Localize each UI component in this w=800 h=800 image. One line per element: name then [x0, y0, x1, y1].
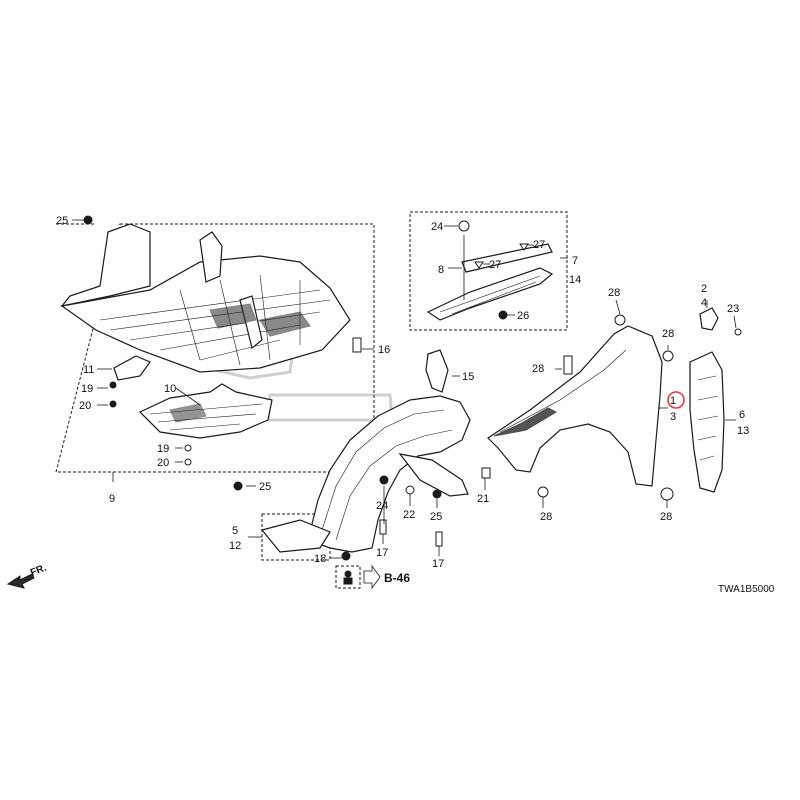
- group-box-5-12: [261, 513, 331, 561]
- callout-14[interactable]: 14: [569, 274, 581, 286]
- screw-17-b: [435, 531, 443, 547]
- clip-27-a: [474, 261, 484, 269]
- clip-19-a: [109, 381, 117, 389]
- callout-23[interactable]: 23: [727, 303, 739, 315]
- clip-24-b: [379, 475, 389, 485]
- clip-18: [341, 551, 351, 561]
- bracket-2-4: [699, 307, 719, 331]
- callout-24[interactable]: 24: [431, 221, 443, 233]
- callout-28[interactable]: 28: [532, 363, 544, 375]
- bolt-28-b: [662, 350, 674, 362]
- callout-27[interactable]: 27: [489, 259, 501, 271]
- callout-7[interactable]: 7: [572, 255, 578, 267]
- callout-25[interactable]: 25: [430, 511, 442, 523]
- callout-21[interactable]: 21: [477, 493, 489, 505]
- callout-labels: 25 24 27 27 8 7 14 26 28 28 28 16 15 11 …: [56, 215, 749, 570]
- callout-27[interactable]: 27: [533, 239, 545, 251]
- callout-12[interactable]: 12: [229, 540, 241, 552]
- bolt-16: [352, 337, 362, 353]
- clip-25-b: [233, 481, 243, 491]
- callout-9[interactable]: 9: [109, 493, 115, 505]
- front-direction-indicator: FR.: [6, 562, 48, 589]
- callout-5[interactable]: 5: [232, 525, 238, 537]
- group-box-7-14: [409, 211, 568, 331]
- bolt-28-c: [563, 355, 573, 375]
- callout-18[interactable]: 18: [314, 553, 326, 565]
- callout-13[interactable]: 13: [737, 425, 749, 437]
- front-label: FR.: [29, 562, 48, 578]
- callout-25[interactable]: 25: [259, 481, 271, 493]
- callout-6[interactable]: 6: [739, 409, 745, 421]
- callout-20[interactable]: 20: [79, 400, 91, 412]
- fasteners: [83, 215, 742, 561]
- callout-22[interactable]: 22: [403, 509, 415, 521]
- callout-8[interactable]: 8: [438, 264, 444, 276]
- clip-27-b: [519, 243, 529, 251]
- arrow-left-icon: [6, 573, 35, 589]
- bracket-11: [113, 355, 151, 381]
- front-fender: [487, 325, 663, 487]
- callout-16[interactable]: 16: [378, 344, 390, 356]
- callout-20[interactable]: 20: [157, 457, 169, 469]
- highlight-ring: [667, 391, 685, 409]
- cap-24-a: [458, 220, 470, 232]
- callout-17[interactable]: 17: [432, 558, 444, 570]
- callout-15[interactable]: 15: [462, 371, 474, 383]
- screw-17-a: [379, 519, 387, 535]
- callout-28[interactable]: 28: [660, 511, 672, 523]
- callout-1-highlighted[interactable]: 1: [670, 395, 676, 407]
- callout-17[interactable]: 17: [376, 547, 388, 559]
- callout-10[interactable]: 10: [164, 383, 176, 395]
- reference-b46: B-46: [335, 564, 410, 590]
- clip-20-b: [184, 458, 192, 466]
- callout-19[interactable]: 19: [81, 383, 93, 395]
- clip-25-a: [83, 215, 93, 225]
- bolt-28-d: [660, 487, 674, 501]
- callout-24[interactable]: 24: [376, 500, 388, 512]
- callout-3[interactable]: 3: [670, 411, 676, 423]
- leader-lines: [72, 219, 737, 559]
- clip-22: [405, 485, 415, 495]
- clip-20-a: [109, 400, 117, 408]
- bolt-28-a: [614, 314, 626, 326]
- bolt-23: [734, 328, 742, 336]
- clip-25-c: [432, 489, 442, 499]
- callout-28[interactable]: 28: [540, 511, 552, 523]
- side-garnish: [426, 235, 554, 321]
- callout-26[interactable]: 26: [517, 310, 529, 322]
- callout-28[interactable]: 28: [608, 287, 620, 299]
- callout-25[interactable]: 25: [56, 215, 68, 227]
- callout-28[interactable]: 28: [662, 328, 674, 340]
- clip-19-b: [184, 444, 192, 452]
- callout-11[interactable]: 11: [83, 364, 94, 376]
- front-under-cover: [60, 223, 351, 373]
- callout-4[interactable]: 4: [701, 297, 707, 309]
- clip-26: [498, 310, 508, 320]
- nut-21: [481, 467, 491, 479]
- callout-2[interactable]: 2: [701, 283, 707, 295]
- bracket-15: [425, 349, 449, 393]
- reference-link[interactable]: B-46: [384, 571, 410, 585]
- fender-liner: [260, 395, 471, 553]
- rear-under-cover: [138, 383, 273, 439]
- bolt-28-e: [537, 486, 549, 498]
- fender-insulator: [689, 351, 725, 493]
- diagram-code: TWA1B5000: [718, 584, 775, 595]
- callout-19[interactable]: 19: [157, 443, 169, 455]
